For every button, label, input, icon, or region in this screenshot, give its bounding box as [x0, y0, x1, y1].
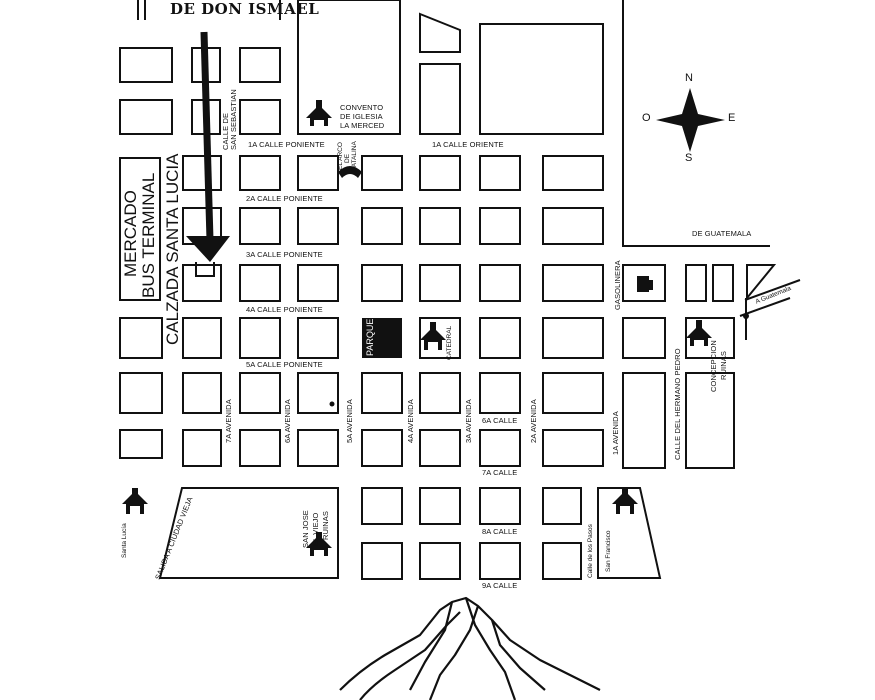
catedral-label: CATEDRAL	[446, 325, 453, 360]
street-4a-poniente: 4A CALLE PONIENTE	[246, 305, 323, 314]
church-icon	[122, 100, 712, 556]
concepcion-1: CONCEPCION	[709, 340, 718, 392]
san-jose-1: SAN JOSE	[301, 510, 310, 548]
avenida-7a: 7A AVENIDA	[224, 399, 233, 443]
parque-block	[362, 318, 402, 358]
mercado-label: MERCADO	[121, 190, 140, 277]
san-jose-3: RUINAS	[321, 511, 330, 540]
arrow-icon	[186, 31, 230, 277]
avenida-5a: 5A AVENIDA	[345, 399, 354, 443]
bus-terminal-label: BUS TERMINAL	[139, 172, 158, 298]
street-5a-poniente: 5A CALLE PONIENTE	[246, 360, 323, 369]
parque-label: PARQUE	[365, 318, 375, 356]
calzada-label: CALZADA SANTA LUCIA	[163, 153, 182, 345]
concepcion-2: RUINAS	[719, 351, 728, 380]
compass-icon	[656, 88, 725, 152]
convento-2: DE IGLESIA	[340, 112, 383, 121]
compass-e: E	[728, 112, 736, 124]
hermano-pedro-label: CALLE DEL HERMANO PEDRO	[673, 348, 682, 460]
arco-3: CATALINA	[351, 141, 358, 172]
volcano-icon	[339, 596, 601, 700]
street-1a-oriente: 1A CALLE ORIENTE	[432, 140, 504, 149]
de-guatemala-label: DE GUATEMALA	[692, 229, 752, 238]
avenida-6a: 6A AVENIDA	[283, 399, 292, 443]
gas-pump-icon	[637, 276, 653, 292]
san-francisco-label: San Francisco	[605, 530, 612, 572]
gasolinera-label: GASOLINERA	[613, 260, 622, 310]
santa-lucia-label: Santa Lucía	[121, 523, 128, 558]
compass-o: O	[642, 112, 651, 124]
avenida-2a: 2A AVENIDA	[529, 399, 538, 443]
avenida-4a: 4A AVENIDA	[406, 399, 415, 443]
street-3a-poniente: 3A CALLE PONIENTE	[246, 250, 323, 259]
map-title: DE DON ISMAEL	[170, 0, 320, 18]
convento-3: LA MERCED	[340, 121, 385, 130]
avenida-1a: 1A AVENIDA	[611, 411, 620, 455]
street-2a-poniente: 2A CALLE PONIENTE	[246, 194, 323, 203]
compass-n: N	[685, 72, 693, 84]
los-pasos-label: Calle de los Pasos	[587, 524, 594, 578]
avenida-3a: 3A AVENIDA	[464, 399, 473, 443]
street-8a: 8A CALLE	[482, 527, 518, 536]
san-sebastian-2: SAN SEBASTIAN	[229, 89, 238, 150]
street-6a: 6A CALLE	[482, 416, 518, 425]
street-7a: 7A CALLE	[482, 468, 518, 477]
street-1a-poniente: 1A CALLE PONIENTE	[248, 140, 325, 149]
compass-s: S	[685, 152, 693, 164]
convento-1: CONVENTO	[340, 103, 384, 112]
street-9a: 9A CALLE	[482, 581, 518, 590]
san-jose-2: EL VIEJO	[311, 512, 320, 546]
